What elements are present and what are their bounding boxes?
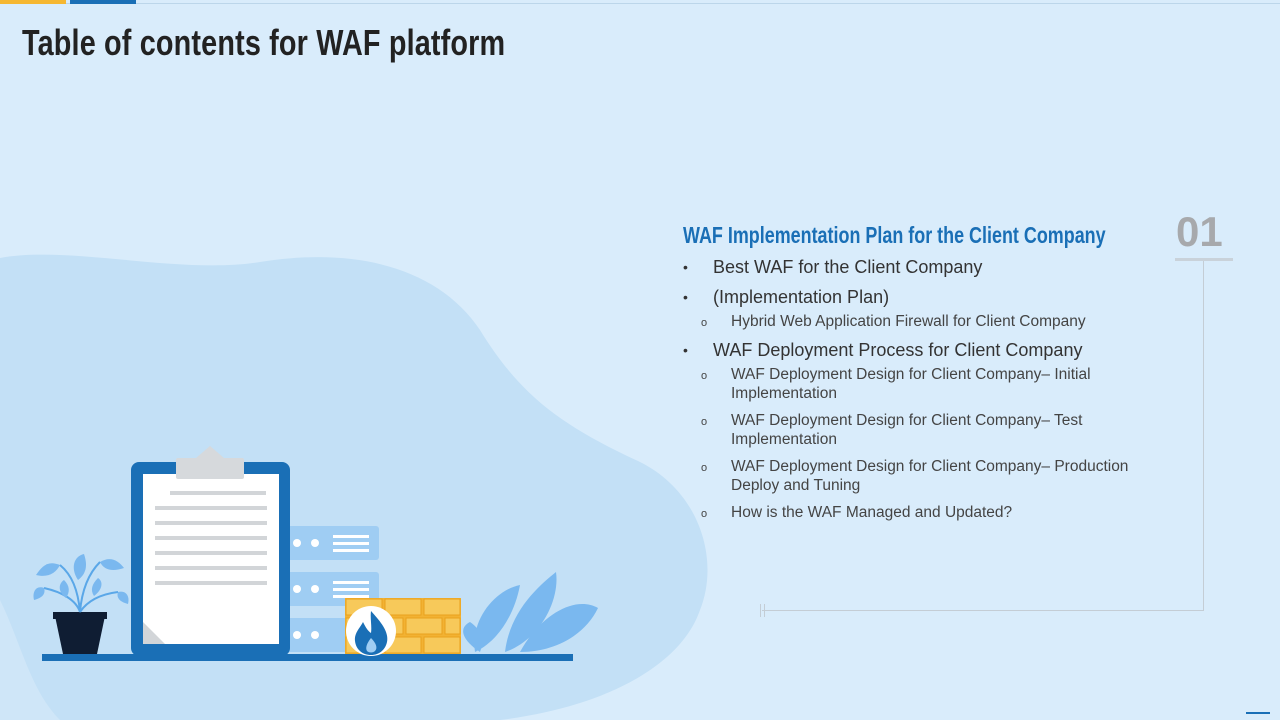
page-title: Table of contents for WAF platform [22, 22, 506, 63]
frame-line-cap [760, 604, 761, 617]
accent-bar-blue [70, 0, 136, 4]
accent-bar-yellow [0, 0, 66, 4]
server-icon [286, 526, 379, 652]
background-blob-shade [0, 600, 60, 720]
top-rule [0, 3, 1280, 4]
frame-line-horizontal [762, 610, 1204, 611]
section-number-underline [1175, 258, 1233, 261]
toc-subitem: o How is the WAF Managed and Updated? [683, 503, 1163, 522]
sub-bullet-icon: o [701, 508, 708, 520]
sub-bullet-icon: o [701, 370, 708, 382]
sub-bullet-icon: o [701, 462, 708, 474]
toc-subitem-label: How is the WAF Managed and Updated? [731, 504, 1013, 521]
leaf-plant-icon [463, 572, 598, 652]
toc-subitem-label: WAF Deployment Design for Client Company… [731, 366, 1091, 402]
corner-mark [1246, 712, 1270, 714]
clipboard-icon [131, 446, 290, 656]
frame-line-vertical [1203, 261, 1204, 611]
toc-subitem: o WAF Deployment Design for Client Compa… [683, 411, 1163, 449]
toc-item-label: WAF Deployment Process for Client Compan… [713, 340, 1083, 360]
bullet-icon: • [683, 289, 688, 305]
bullet-icon: • [683, 259, 688, 275]
toc-item: • WAF Deployment Process for Client Comp… [683, 339, 1163, 361]
toc-list: • Best WAF for the Client Company • (Imp… [683, 256, 1163, 530]
toc-item-label: Best WAF for the Client Company [713, 257, 983, 277]
section-number: 01 [1176, 208, 1223, 255]
bullet-icon: • [683, 342, 688, 358]
flame-icon [354, 611, 388, 655]
toc-subitem: o WAF Deployment Design for Client Compa… [683, 457, 1163, 495]
toc-subitem-label: WAF Deployment Design for Client Company… [731, 458, 1129, 494]
toc-subitem-label: WAF Deployment Design for Client Company… [731, 412, 1083, 448]
toc-item: • (Implementation Plan) [683, 286, 1163, 308]
toc-subitem: o WAF Deployment Design for Client Compa… [683, 365, 1163, 403]
toc-subitem: o Hybrid Web Application Firewall for Cl… [683, 312, 1163, 331]
shelf [42, 654, 573, 661]
sub-bullet-icon: o [701, 416, 708, 428]
toc-item-label: (Implementation Plan) [713, 287, 890, 307]
frame-line-cap [764, 604, 765, 617]
potted-plant-icon [33, 554, 129, 654]
firewall-icon [345, 598, 461, 656]
section-title: WAF Implementation Plan for the Client C… [683, 222, 1106, 248]
sub-bullet-icon: o [701, 317, 708, 329]
toc-item: • Best WAF for the Client Company [683, 256, 1163, 278]
toc-subitem-label: Hybrid Web Application Firewall for Clie… [731, 313, 1086, 330]
